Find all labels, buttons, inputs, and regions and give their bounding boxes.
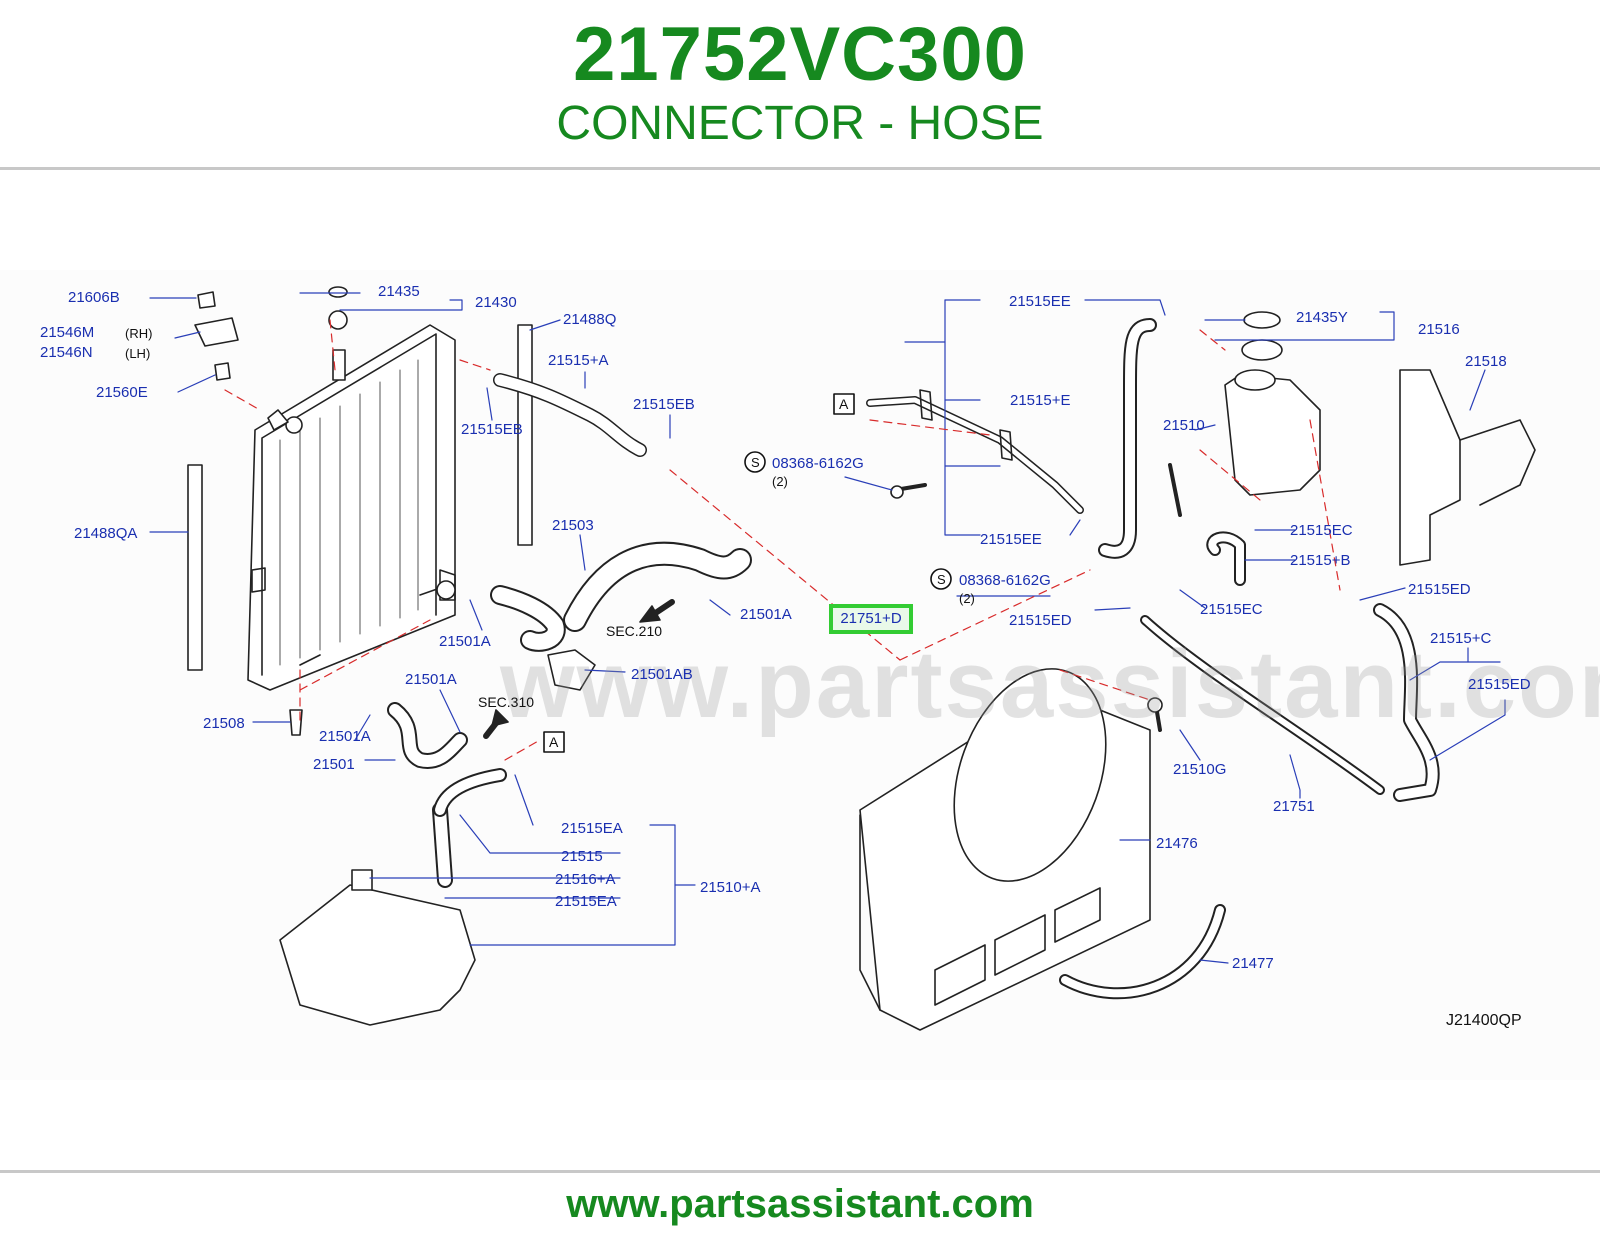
reservoir-upper: [1224, 374, 1321, 496]
label-lh: (LH): [125, 346, 151, 361]
label-21515EA-bottom[interactable]: 21515EA: [555, 893, 617, 910]
figure-code: J21400QP: [1446, 1012, 1522, 1029]
label-qty-upper: (2): [772, 474, 788, 489]
label-21503[interactable]: 21503: [552, 517, 594, 534]
label-21501A-bottom[interactable]: 21501A: [319, 728, 371, 745]
label-21515-plus-A[interactable]: 21515+A: [548, 352, 609, 369]
label-21501A-right[interactable]: 21501A: [740, 606, 792, 623]
highlighted-part-label[interactable]: 21751+D: [829, 604, 913, 634]
label-21516[interactable]: 21516: [1418, 321, 1460, 338]
label-21501A-lower[interactable]: 21501A: [405, 671, 457, 688]
label-sec-310[interactable]: SEC.310: [478, 694, 535, 710]
label-21516-plus-A[interactable]: 21516+A: [555, 871, 616, 888]
footer-website[interactable]: www.partsassistant.com: [566, 1182, 1034, 1226]
label-21560E[interactable]: 21560E: [96, 384, 148, 401]
label-21501[interactable]: 21501: [313, 756, 355, 773]
part-name-subtitle: CONNECTOR - HOSE: [556, 97, 1044, 150]
label-21515-plus-B[interactable]: 21515+B: [1290, 552, 1351, 569]
diagram-drawing: [149, 286, 1536, 1031]
reservoir-lower: [279, 884, 476, 1026]
label-21606B[interactable]: 21606B: [68, 289, 120, 306]
label-21515EB-left[interactable]: 21515EB: [461, 421, 523, 438]
label-21501A-mid[interactable]: 21501A: [439, 633, 491, 650]
label-21751[interactable]: 21751: [1273, 798, 1315, 815]
highlighted-part-text: 21751+D: [840, 610, 902, 627]
label-21501AB[interactable]: 21501AB: [631, 666, 693, 683]
label-21435[interactable]: 21435: [378, 283, 420, 300]
label-21546N[interactable]: 21546N: [40, 344, 93, 361]
label-21488Q[interactable]: 21488Q: [563, 311, 617, 328]
label-qty-lower: (2): [959, 591, 975, 606]
page-header: 21752VC300 CONNECTOR - HOSE: [0, 0, 1600, 170]
label-21515-plus-E[interactable]: 21515+E: [1010, 392, 1071, 409]
header-divider: [0, 167, 1600, 170]
label-21515EE-top[interactable]: 21515EE: [1009, 293, 1071, 310]
label-21488QA[interactable]: 21488QA: [74, 525, 138, 542]
label-21515EE-bottom[interactable]: 21515EE: [980, 531, 1042, 548]
label-s1: S: [751, 455, 760, 470]
label-21476[interactable]: 21476: [1156, 835, 1198, 852]
label-21546M[interactable]: 21546M: [40, 324, 95, 341]
label-s2: S: [937, 572, 946, 587]
label-21430[interactable]: 21430: [475, 294, 517, 311]
label-21515EA-top[interactable]: 21515EA: [561, 820, 623, 837]
label-21508[interactable]: 21508: [203, 715, 245, 732]
label-21515-plus-C[interactable]: 21515+C: [1430, 630, 1492, 647]
footer-divider: [0, 1170, 1600, 1173]
label-21515EC-upper[interactable]: 21515EC: [1290, 522, 1353, 539]
label-rh: (RH): [125, 326, 153, 341]
label-21515ED-left[interactable]: 21515ED: [1009, 612, 1072, 629]
seal-21488QA: [187, 464, 203, 671]
label-bolt-08368-upper[interactable]: 08368-6162G: [772, 455, 864, 472]
label-21477[interactable]: 21477: [1232, 955, 1274, 972]
watermark: www.partsassistant.com: [500, 631, 1600, 738]
label-21515ED-far-right[interactable]: 21515ED: [1468, 676, 1531, 693]
label-21510G[interactable]: 21510G: [1173, 761, 1227, 778]
label-21435Y[interactable]: 21435Y: [1296, 309, 1348, 326]
label-21510[interactable]: 21510: [1163, 417, 1205, 434]
label-21515EB-right[interactable]: 21515EB: [633, 396, 695, 413]
label-21518[interactable]: 21518: [1465, 353, 1507, 370]
label-bolt-08368-lower[interactable]: 08368-6162G: [959, 572, 1051, 589]
label-21515EC-lower[interactable]: 21515EC: [1200, 601, 1263, 618]
label-sec-210[interactable]: SEC.210: [606, 623, 663, 639]
radiator-drawing: [247, 286, 456, 691]
label-box-A-top: A: [839, 396, 849, 412]
label-21515[interactable]: 21515: [561, 848, 603, 865]
label-21515ED-right[interactable]: 21515ED: [1408, 581, 1471, 598]
parts-diagram: www.partsassistant.com 21606B 21546M (RH…: [0, 270, 1600, 1080]
label-21510-plus-A[interactable]: 21510+A: [700, 879, 761, 896]
part-number-title: 21752VC300: [573, 12, 1027, 97]
label-box-A-bottom: A: [549, 734, 559, 750]
